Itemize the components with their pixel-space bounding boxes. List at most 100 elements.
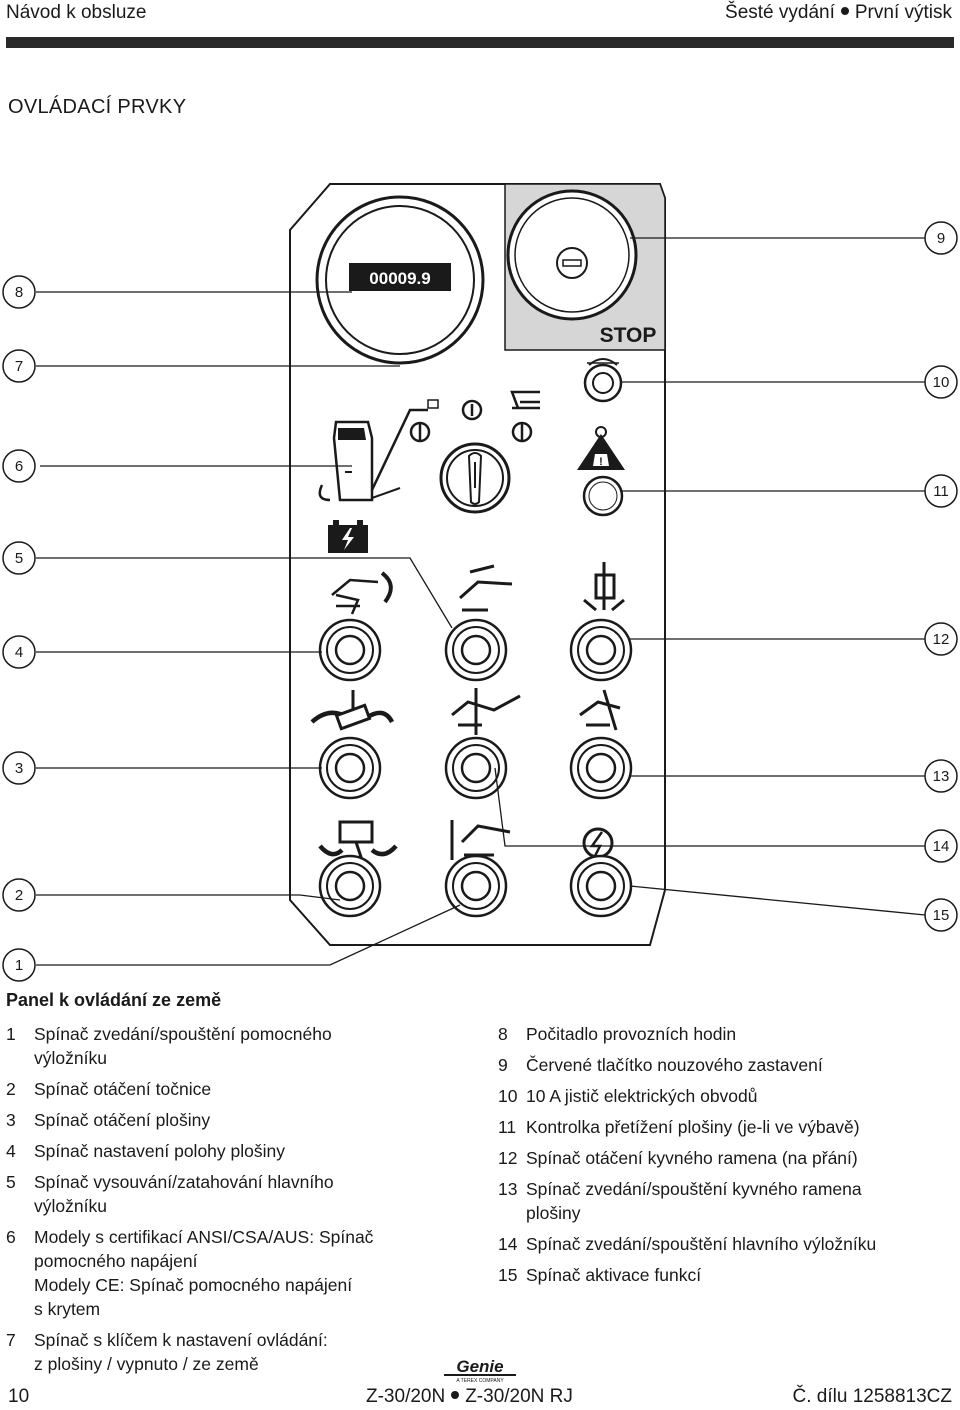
legend-line: Spínač otáčení točnice (34, 1079, 212, 1099)
legend-text: Modely s certifikací ANSI/CSA/AUS: Spína… (34, 1225, 373, 1321)
legend-line: Spínač nastavení polohy plošiny (34, 1141, 285, 1161)
legend-text: Spínač zvedání/spouštění pomocného výložn… (34, 1022, 332, 1070)
legend-item: 7 Spínač s klíčem k nastavení ovládání:z … (6, 1328, 446, 1376)
callout-2: 2 (2, 878, 36, 912)
legend-text: Spínač s klíčem k nastavení ovládání:z p… (34, 1328, 328, 1376)
page-number: 10 (8, 1386, 30, 1407)
legend-item: 4 Spínač nastavení polohy plošiny (6, 1139, 446, 1163)
legend-number: 14 (498, 1234, 518, 1254)
legend-line: Červené tlačítko nouzového zastavení (526, 1055, 823, 1075)
stop-label: STOP (600, 324, 657, 347)
callout-markers: 8 7 6 5 4 3 2 1 9 10 11 12 13 14 15 (2, 221, 958, 982)
bullet-dot (451, 1391, 460, 1400)
legend-item: 14 Spínač zvedání/spouštění hlavního výlo… (498, 1232, 938, 1256)
legend-line: s krytem (34, 1299, 101, 1319)
legend-item: 13 Spínač zvedání/spouštění kyvného ramen… (498, 1177, 938, 1225)
key-switch (439, 442, 511, 514)
legend-line: Spínač aktivace funkcí (526, 1265, 702, 1285)
auxiliary-power-switch-cover (318, 399, 439, 502)
legend-item: 2 Spínač otáčení točnice (6, 1077, 446, 1101)
legend-number: 13 (498, 1179, 518, 1199)
overload-warning-icon: ! (577, 426, 625, 470)
callout-1: 1 (2, 948, 36, 982)
svg-text:15: 15 (933, 907, 950, 924)
svg-text:11: 11 (933, 483, 949, 500)
svg-text:3: 3 (15, 760, 23, 777)
legend-line: Spínač vysouvání/zatahování hlavního (34, 1172, 334, 1192)
legend-text: Spínač otáčení točnice (34, 1077, 211, 1101)
legend-number: 2 (6, 1079, 16, 1099)
legend-line: 10 A jistič elektrických obvodů (526, 1086, 758, 1106)
svg-text:Genie: Genie (456, 1357, 503, 1376)
legend-text: Červené tlačítko nouzového zastavení (526, 1053, 823, 1077)
svg-text:12: 12 (933, 631, 950, 648)
legend-line: Spínač zvedání/spouštění pomocného (34, 1024, 332, 1044)
legend-number: 12 (498, 1148, 518, 1168)
svg-text:4: 4 (15, 644, 23, 661)
legend-line: výložníku (34, 1196, 107, 1216)
legend-text: Spínač zvedání/spouštění kyvného ramena p… (526, 1177, 862, 1225)
legend-line: Modely s certifikací ANSI/CSA/AUS: Spína… (34, 1227, 374, 1247)
circuit-breaker (583, 358, 623, 403)
legend-number: 1 (6, 1024, 16, 1044)
legend-item: 15 Spínač aktivace funkcí (498, 1263, 938, 1287)
callout-10: 10 (924, 365, 958, 399)
callout-8: 8 (2, 275, 36, 309)
callout-11: 11 (924, 474, 958, 508)
svg-text:7: 7 (15, 358, 23, 375)
svg-text:1: 1 (15, 957, 23, 974)
legend-text: Počitadlo provozních hodin (526, 1022, 736, 1046)
legend-number: 10 (498, 1086, 518, 1106)
callout-4: 4 (2, 635, 36, 669)
panel-caption: Panel k ovládání ze země (6, 990, 222, 1010)
part-number: Č. dílu 1258813CZ (792, 1386, 953, 1407)
legend-text: Spínač otáčení plošiny (34, 1108, 210, 1132)
legend-item: 1 Spínač zvedání/spouštění pomocného výlož… (6, 1022, 446, 1070)
legend-item: 6 Modely s certifikací ANSI/CSA/AUS: Spín… (6, 1225, 446, 1321)
svg-text:10: 10 (933, 374, 950, 391)
svg-text:5: 5 (15, 550, 23, 567)
legend-text: Spínač otáčení kyvného ramena (na přání) (526, 1146, 858, 1170)
legend-text: Spínač vysouvání/zatahování hlavního výlo… (34, 1170, 334, 1218)
callout-12: 12 (924, 622, 958, 656)
callout-14: 14 (924, 829, 958, 863)
legend-item: 12 Spínač otáčení kyvného ramena (na přán… (498, 1146, 938, 1170)
svg-text:A TEREX COMPANY: A TEREX COMPANY (456, 1378, 504, 1384)
genie-logo: Genie A TEREX COMPANY (442, 1357, 518, 1384)
callout-15: 15 (924, 898, 958, 932)
svg-text:!: ! (599, 456, 603, 468)
legend-number: 3 (6, 1110, 16, 1130)
legend-item: 3 Spínač otáčení plošiny (6, 1108, 446, 1132)
legend-number: 15 (498, 1265, 518, 1285)
callout-7: 7 (2, 349, 36, 383)
legend-line: Modely CE: Spínač pomocného napájení (34, 1275, 353, 1295)
section-title: OVLÁDACÍ PRVKY (8, 96, 187, 118)
emergency-stop-button (506, 189, 638, 321)
legend-number: 6 (6, 1227, 16, 1247)
legend-number: 4 (6, 1141, 16, 1161)
legend-text: Spínač nastavení polohy plošiny (34, 1139, 285, 1163)
legend-line: z plošiny / vypnuto / ze země (34, 1354, 259, 1374)
legend-line: Kontrolka přetížení plošiny (je-li ve vý… (526, 1117, 860, 1137)
toggle-switches (318, 618, 633, 918)
legend-number: 7 (6, 1330, 16, 1350)
callout-3: 3 (2, 751, 36, 785)
callout-5: 5 (2, 541, 36, 575)
bullet-dot (840, 7, 849, 16)
header-rule (6, 37, 954, 48)
callout-leader-lines (36, 237, 926, 966)
function-icons (310, 562, 625, 861)
legend-line: výložníku (34, 1048, 107, 1068)
legend-line: Spínač zvedání/spouštění kyvného ramena (526, 1179, 862, 1199)
callout-13: 13 (924, 759, 958, 793)
hour-meter: 00009.9 (315, 195, 485, 365)
key-position-icons (409, 390, 540, 443)
svg-text:9: 9 (937, 230, 945, 247)
legend-text: Spínač zvedání/spouštění hlavního výložn… (526, 1232, 876, 1256)
legend-text: Spínač aktivace funkcí (526, 1263, 701, 1287)
legend-line: plošiny (526, 1203, 581, 1223)
